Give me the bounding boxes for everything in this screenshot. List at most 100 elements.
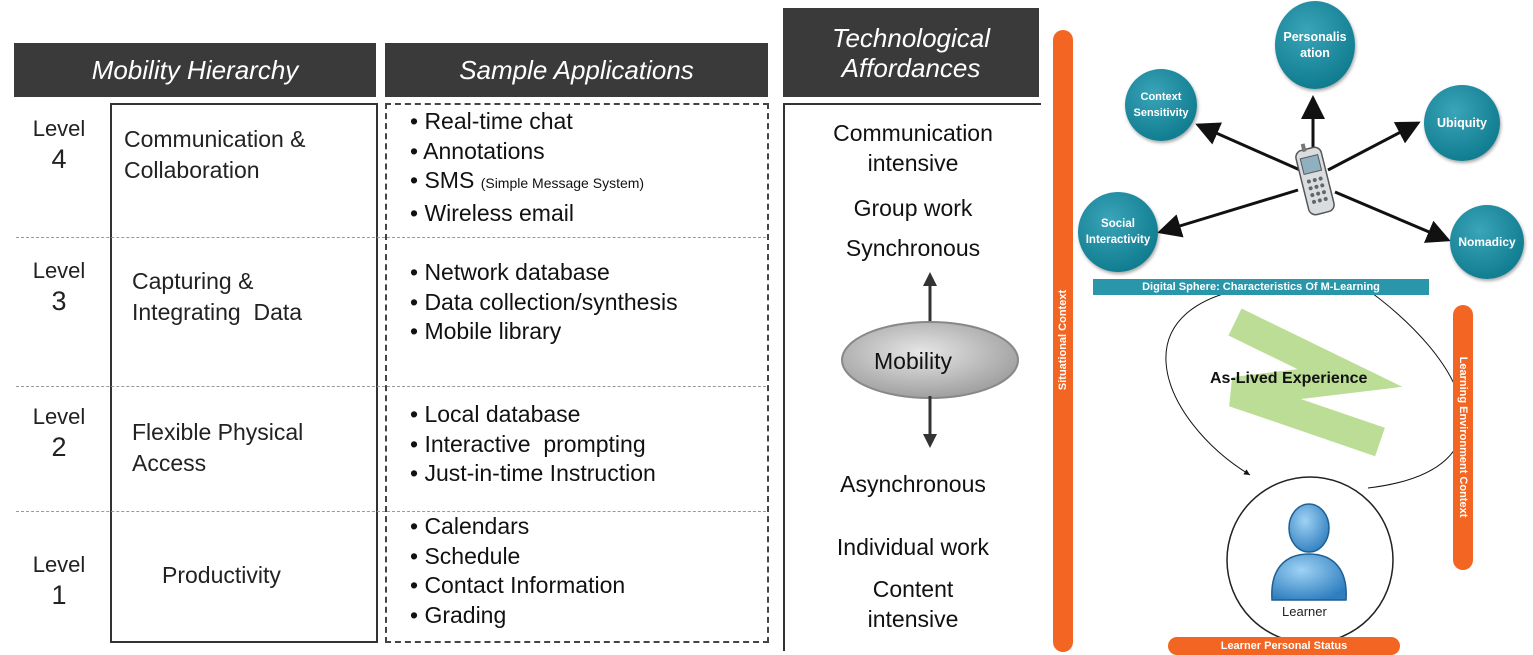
header-sample-applications-text: Sample Applications xyxy=(459,55,694,85)
as-lived-experience-label: As-Lived Experience xyxy=(1210,370,1368,387)
aff-line: Communication xyxy=(833,120,993,146)
aff-line: intensive xyxy=(867,606,959,632)
app-item: • Local database xyxy=(410,401,581,427)
app-item: • Real-time chat xyxy=(410,108,573,134)
node-label: Sensitivity xyxy=(1133,107,1189,119)
spoke-ubiquity xyxy=(1327,121,1421,172)
spoke-nomadicy xyxy=(1334,190,1451,243)
learning-environment-bar xyxy=(1453,305,1473,570)
category-level-4: Communication & Collaboration xyxy=(124,124,306,186)
learning-environment-text: Learning Environment Context xyxy=(1457,356,1469,518)
category-line: Integrating Data xyxy=(132,299,303,325)
situational-context-bar xyxy=(1053,30,1073,652)
level-number: 3 xyxy=(51,286,67,316)
diagram-lines xyxy=(1157,95,1464,644)
apps-level-1: • Calendars • Schedule • Contact Informa… xyxy=(410,512,625,630)
node-label: Context xyxy=(1140,91,1182,103)
affordances-box xyxy=(783,103,1041,651)
row-separator-1 xyxy=(16,237,766,238)
learner-personal-status-bar: Learner Personal Status xyxy=(1168,637,1400,655)
node-label: Interactivity xyxy=(1085,234,1151,246)
aff-mobility: Mobility xyxy=(874,348,952,374)
header-sample-applications: Sample Applications xyxy=(385,43,768,97)
digital-sphere-label: Digital Sphere: Characteristics Of M-Lea… xyxy=(1093,279,1429,295)
row-separator-3 xyxy=(16,511,766,512)
learner-person-icon xyxy=(1271,503,1347,601)
app-item: • Grading xyxy=(410,601,507,628)
app-item: • Wireless email xyxy=(410,199,574,226)
aff-communication-intensive: Communication intensive xyxy=(788,118,1038,178)
category-line: Capturing & xyxy=(132,268,254,294)
category-line: Productivity xyxy=(162,562,281,588)
mobility-graphic xyxy=(841,272,1019,448)
header-technological-affordances: Technological Affordances xyxy=(783,8,1039,97)
header-affordances-line2: Affordances xyxy=(841,52,981,83)
node-label: Nomadicy xyxy=(1458,235,1516,249)
app-item: • Calendars xyxy=(410,513,530,539)
category-line: Flexible Physical xyxy=(132,419,304,445)
apps-level-4: • Real-time chat • Annotations • SMS (Si… xyxy=(410,107,644,228)
learner-personal-status-text: Learner Personal Status xyxy=(1220,640,1348,652)
node-nomadicy: Nomadicy xyxy=(1450,205,1524,279)
aff-content-intensive: Content intensive xyxy=(788,574,1038,634)
apps-level-3: • Network database • Data collection/syn… xyxy=(410,258,678,347)
category-level-1: Productivity xyxy=(162,560,281,591)
aff-synchronous: Synchronous xyxy=(845,235,981,261)
applications-box xyxy=(385,103,769,643)
app-item: • Schedule xyxy=(410,542,521,569)
category-level-3: Capturing & Integrating Data xyxy=(132,266,302,328)
hierarchy-box xyxy=(110,103,378,643)
aff-individual-work: Individual work xyxy=(836,534,990,560)
header-mobility-hierarchy: Mobility Hierarchy xyxy=(14,43,376,97)
level-number: 1 xyxy=(51,580,67,610)
app-item: • SMS (Simple Message System) xyxy=(410,166,644,199)
level-4: Level 4 xyxy=(24,116,94,175)
spoke-context xyxy=(1195,122,1301,172)
app-item-sms: • SMS xyxy=(410,167,475,193)
aff-line: Content xyxy=(872,576,954,602)
level-3: Level 3 xyxy=(24,258,94,317)
level-word: Level xyxy=(32,404,86,429)
level-word: Level xyxy=(32,258,86,283)
app-item: • Just-in-time Instruction xyxy=(410,460,656,486)
digital-sphere-text: Digital Sphere: Characteristics Of M-Lea… xyxy=(1142,281,1380,293)
aff-asynchronous: Asynchronous xyxy=(840,471,986,497)
aff-group-work: Group work xyxy=(853,195,973,221)
node-ubiquity: Ubiquity xyxy=(1424,85,1500,161)
learner-label: Learner xyxy=(1282,604,1327,619)
level-2: Level 2 xyxy=(24,404,94,463)
app-item: • Mobile library xyxy=(410,318,562,344)
app-item: • Contact Information xyxy=(410,572,626,598)
sms-note: (Simple Message System) xyxy=(480,175,645,191)
node-label: ation xyxy=(1300,46,1330,60)
node-label: Ubiquity xyxy=(1437,116,1487,130)
app-item: • Data collection/synthesis xyxy=(410,288,678,315)
app-item: • Interactive prompting xyxy=(410,430,646,457)
apps-level-2: • Local database • Interactive prompting… xyxy=(410,400,656,489)
aff-line: intensive xyxy=(867,150,959,176)
category-line: Communication & xyxy=(124,126,306,152)
situational-context-text: Situational Context xyxy=(1057,289,1069,391)
app-item: • Annotations xyxy=(410,137,545,164)
node-personalisation: Personalis ation xyxy=(1275,1,1355,89)
as-lived-zigzag xyxy=(1228,308,1403,457)
node-label: Social xyxy=(1101,218,1135,230)
level-number: 2 xyxy=(51,432,67,462)
row-separator-2 xyxy=(16,386,766,387)
level-word: Level xyxy=(32,116,86,141)
category-level-2: Flexible Physical Access xyxy=(132,417,303,479)
spoke-social xyxy=(1157,188,1299,238)
level-number: 4 xyxy=(51,144,67,174)
node-label: Personalis xyxy=(1283,30,1347,44)
category-line: Access xyxy=(132,450,207,476)
mobile-phone-icon xyxy=(1295,143,1335,216)
cycle-arrow-left xyxy=(1165,284,1271,476)
header-mobility-hierarchy-text: Mobility Hierarchy xyxy=(91,55,299,85)
level-1: Level 1 xyxy=(24,552,94,611)
header-affordances-line1: Technological xyxy=(831,22,991,53)
level-word: Level xyxy=(32,552,86,577)
app-item: • Network database xyxy=(410,259,610,285)
category-line: Collaboration xyxy=(124,157,260,183)
